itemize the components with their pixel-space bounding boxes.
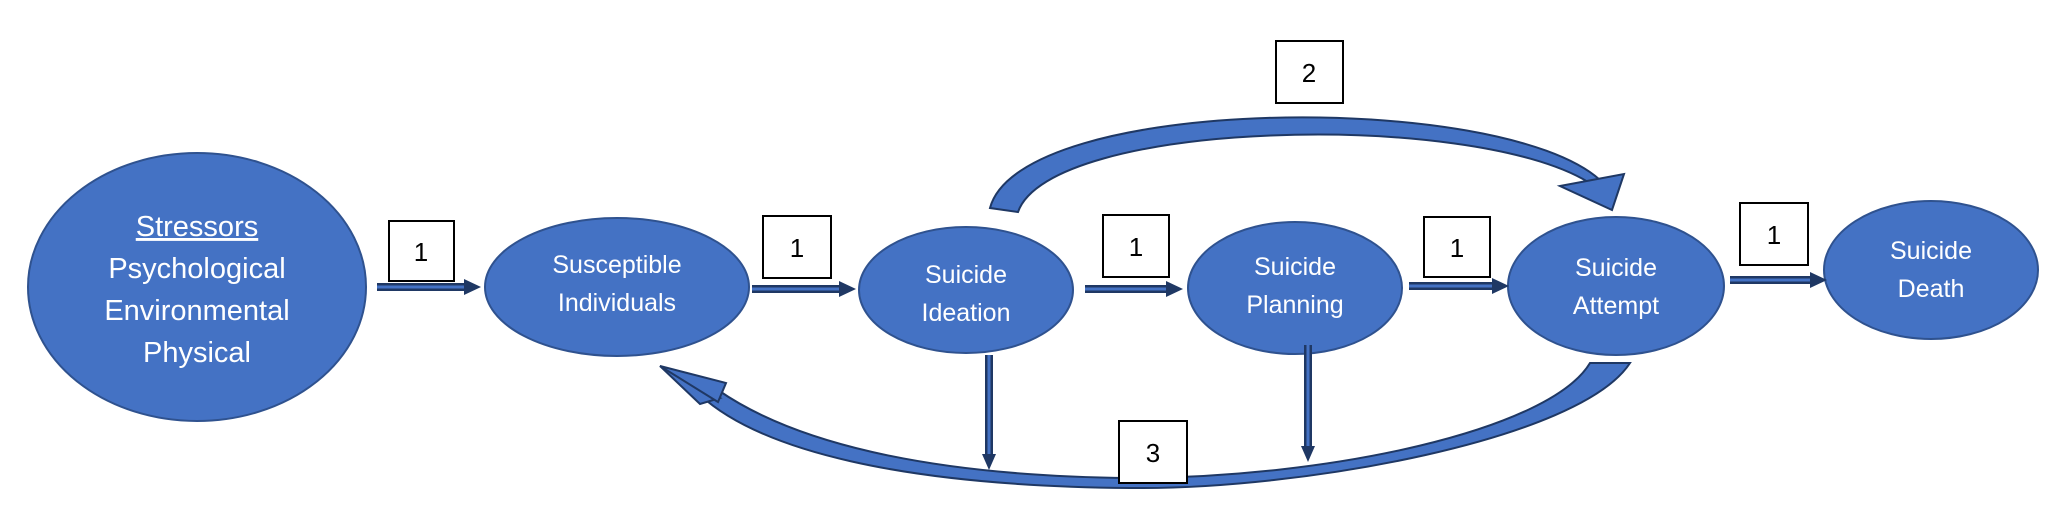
label-box-stressors-to-susceptible: 1 (388, 220, 455, 282)
label-stressors-to-susceptible: 1 (414, 237, 428, 267)
node-ideation-line2: Ideation (922, 299, 1011, 327)
arrow-ideation-to-attempt-curved (988, 116, 1626, 214)
label-box-planning-to-attempt: 1 (1423, 216, 1491, 278)
node-stressors-title: Stressors (136, 211, 258, 243)
arrow-attempt-to-death (1730, 272, 1827, 288)
node-attempt-shape (1507, 216, 1725, 356)
arrow-ideation-down (982, 355, 996, 470)
node-death-line2: Death (1898, 275, 1965, 303)
node-suicide-death: Suicide Death (1823, 200, 2039, 340)
node-suicide-planning: Suicide Planning (1187, 221, 1403, 355)
node-susceptible-individuals: Susceptible Individuals (484, 217, 750, 357)
label-ideation-to-attempt: 2 (1302, 58, 1316, 88)
node-susceptible-shape (484, 217, 750, 357)
label-ideation-to-planning: 1 (1129, 232, 1143, 262)
node-stressors-line-psychological: Psychological (108, 253, 285, 285)
arrow-planning-down (1301, 345, 1315, 462)
label-box-susceptible-to-ideation: 1 (762, 215, 832, 279)
node-attempt-line2: Attempt (1573, 292, 1659, 320)
node-death-shape (1823, 200, 2039, 340)
node-stressors-shape (27, 152, 367, 422)
arrow-ideation-to-planning (1085, 281, 1183, 297)
arrow-planning-to-attempt (1409, 278, 1509, 294)
node-planning-shape (1187, 221, 1403, 355)
node-suicide-ideation: Suicide Ideation (858, 226, 1074, 354)
label-box-ideation-to-attempt: 2 (1275, 40, 1344, 104)
node-suicide-attempt: Suicide Attempt (1507, 216, 1725, 356)
label-return-loop: 3 (1146, 438, 1160, 468)
label-susceptible-to-ideation: 1 (790, 233, 804, 263)
node-susceptible-line2: Individuals (558, 289, 676, 317)
node-susceptible-line1: Susceptible (552, 251, 681, 279)
node-attempt-line1: Suicide (1575, 254, 1657, 282)
node-stressors-line-physical: Physical (143, 337, 251, 369)
node-ideation-shape (858, 226, 1074, 354)
node-stressors: Stressors Psychological Environmental Ph… (27, 152, 367, 422)
label-attempt-to-death: 1 (1767, 220, 1781, 250)
node-planning-line1: Suicide (1254, 253, 1336, 281)
label-box-attempt-to-death: 1 (1739, 202, 1809, 266)
node-stressors-line-environmental: Environmental (104, 295, 289, 327)
label-planning-to-attempt: 1 (1450, 233, 1464, 263)
node-death-line1: Suicide (1890, 237, 1972, 265)
node-planning-line2: Planning (1246, 291, 1343, 319)
arrow-stressors-to-susceptible (377, 279, 481, 295)
label-box-return-loop: 3 (1118, 420, 1188, 484)
label-box-ideation-to-planning: 1 (1102, 214, 1170, 278)
arrow-return-loop-curved (659, 362, 1632, 490)
node-ideation-line1: Suicide (925, 261, 1007, 289)
arrow-susceptible-to-ideation (752, 281, 856, 297)
